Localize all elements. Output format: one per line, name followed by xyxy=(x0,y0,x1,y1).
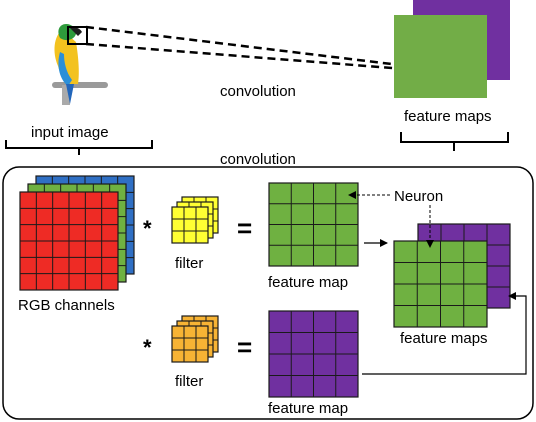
feature-map-label-1: feature map xyxy=(268,274,348,291)
input-image-brace xyxy=(5,140,153,155)
equals-operator-1: = xyxy=(237,213,252,243)
receptive-field-box xyxy=(67,26,88,45)
yellow-filter-layer-front xyxy=(171,206,209,244)
feature-maps-stack-label: feature maps xyxy=(400,330,488,347)
multiply-operator-1: * xyxy=(143,216,152,241)
filter-label-2: filter xyxy=(175,373,203,390)
feature-map-purple xyxy=(268,310,359,398)
feature-map-top-front xyxy=(394,15,487,98)
filter-label-1: filter xyxy=(175,255,203,272)
parrot-image xyxy=(52,24,108,105)
convolution-box xyxy=(2,166,534,420)
convolution-top-label: convolution xyxy=(220,83,296,100)
stack-green-map xyxy=(393,240,488,328)
feature-map-green xyxy=(268,182,359,267)
red-channel xyxy=(19,191,119,291)
feature-maps-brace xyxy=(400,132,509,151)
feature-map-label-2: feature map xyxy=(268,400,348,417)
convolution-box-title: convolution xyxy=(220,151,296,168)
purple-feature-map-grid xyxy=(268,310,359,398)
green-feature-map-grid xyxy=(268,182,359,267)
purple-map-to-stack-arrow xyxy=(362,292,527,375)
equals-operator-2: = xyxy=(237,332,252,362)
projection-line-top xyxy=(85,25,409,68)
multiply-operator-2: * xyxy=(143,335,152,360)
filter-yellow xyxy=(171,196,219,244)
orange-filter-layer-front xyxy=(171,325,209,363)
rgb-channels-stack xyxy=(19,175,135,291)
feature-maps-top-label: feature maps xyxy=(404,108,492,125)
feature-maps-stack xyxy=(393,223,511,328)
projection-line-bottom xyxy=(85,42,406,71)
input-image-label: input image xyxy=(31,124,109,141)
rgb-channels-label: RGB channels xyxy=(18,297,115,314)
filter-orange xyxy=(171,315,219,363)
neuron-label: Neuron xyxy=(394,188,443,205)
